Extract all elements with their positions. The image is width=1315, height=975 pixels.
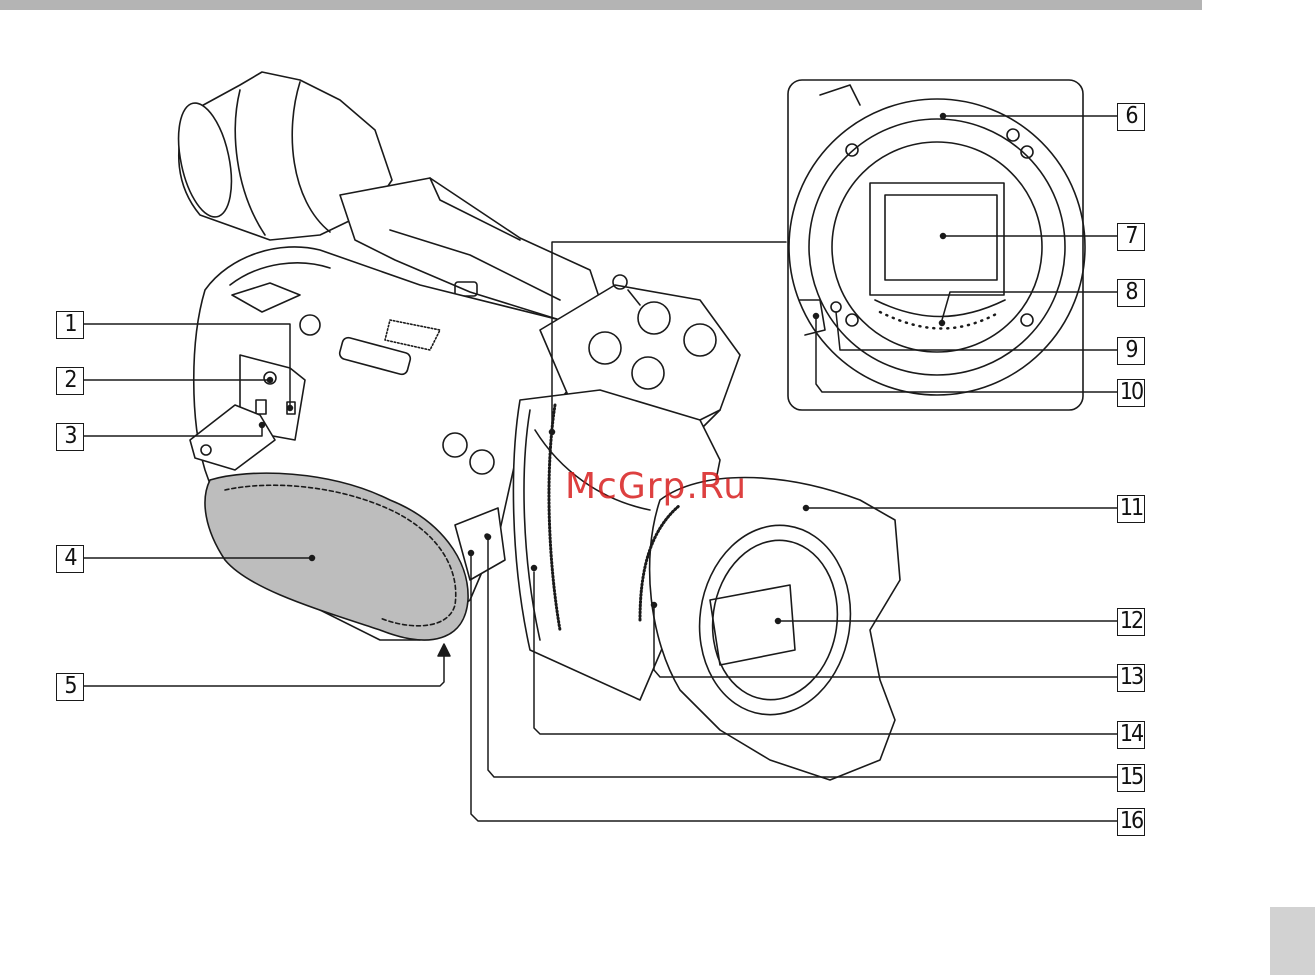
callout-9: 9 bbox=[1117, 337, 1145, 365]
callout-1: 1 bbox=[56, 311, 84, 339]
callout-16: 16 bbox=[1117, 808, 1145, 836]
callout-12: 12 bbox=[1117, 608, 1145, 636]
callout-4: 4 bbox=[56, 545, 84, 573]
callout-10: 10 bbox=[1117, 379, 1145, 407]
callout-3: 3 bbox=[56, 423, 84, 451]
callout-11: 11 bbox=[1117, 495, 1145, 523]
callout-2: 2 bbox=[56, 367, 84, 395]
watermark-text: McGrp.Ru bbox=[565, 466, 747, 507]
callout-7: 7 bbox=[1117, 223, 1145, 251]
callout-8: 8 bbox=[1117, 279, 1145, 307]
callout-15: 15 bbox=[1117, 764, 1145, 792]
callout-6: 6 bbox=[1117, 103, 1145, 131]
callout-14: 14 bbox=[1117, 721, 1145, 749]
lens-mount-inset bbox=[788, 80, 1085, 410]
callout-13: 13 bbox=[1117, 664, 1145, 692]
callout-5: 5 bbox=[56, 673, 84, 701]
